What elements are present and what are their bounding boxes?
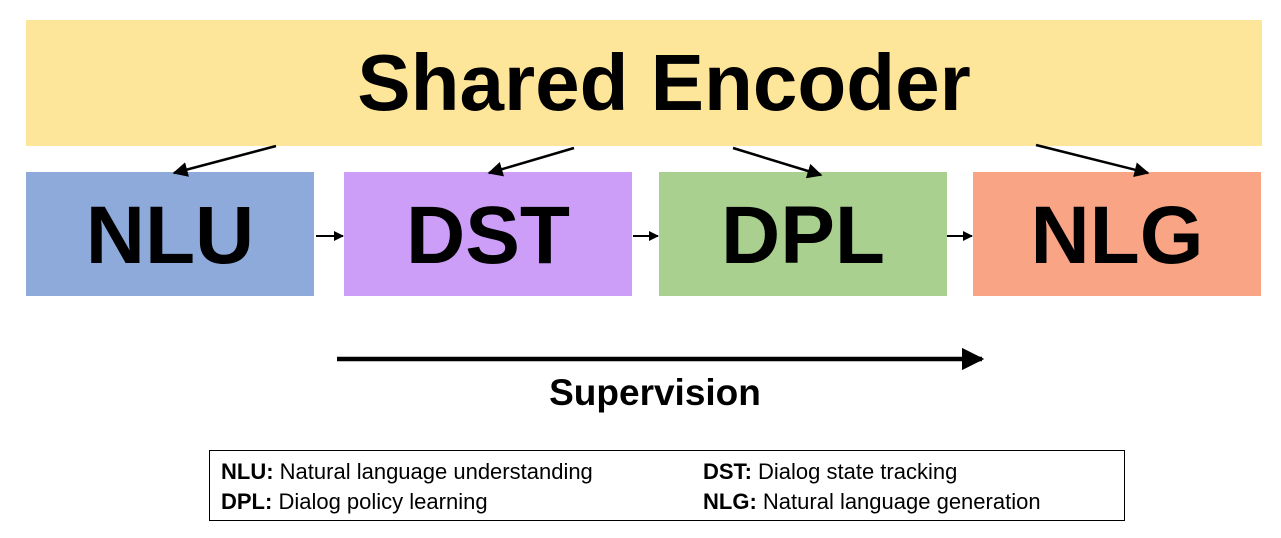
module-dpl-label: DPL [721,190,885,281]
supervision-label: Supervision [549,372,761,413]
legend-desc: Dialog policy learning [278,489,488,514]
legend-separator: : [265,489,279,514]
module-nlu: NLU [26,172,314,296]
legend-desc: Dialog state tracking [758,459,958,484]
legend-separator: : [744,459,759,484]
legend-item-dpl: DPL: Dialog policy learning [221,491,488,513]
arrow-encoder-to-dpl [732,146,823,179]
legend-abbr: DST [703,459,745,484]
module-dst-label: DST [406,190,570,281]
legend-desc: Natural language understanding [279,459,593,484]
legend-item-nlg: NLG: Natural language generation [703,491,1041,513]
legend-separator: : [266,459,280,484]
legend-box: NLU: Natural language understanding DST:… [209,450,1125,521]
shared-encoder-box: Shared Encoder [26,20,1262,146]
module-dpl: DPL [659,172,947,296]
legend-desc: Natural language generation [762,489,1041,514]
legend-item-dst: DST: Dialog state tracking [703,461,957,483]
arrow-encoder-to-nlg [1035,143,1150,178]
legend-abbr: DPL [221,489,265,514]
legend-abbr: NLU [221,459,267,484]
arrow-encoder-to-nlu [172,144,277,177]
shared-encoder-title: Shared Encoder [357,38,971,127]
module-nlg: NLG [973,172,1261,296]
legend-item-nlu: NLU: Natural language understanding [221,461,593,483]
legend-abbr: NLG [703,489,750,514]
module-nlu-label: NLU [85,190,255,281]
module-dst: DST [344,172,632,296]
arrow-encoder-to-dst [487,146,575,177]
legend-separator: : [749,489,763,514]
module-nlg-label: NLG [1030,190,1204,281]
